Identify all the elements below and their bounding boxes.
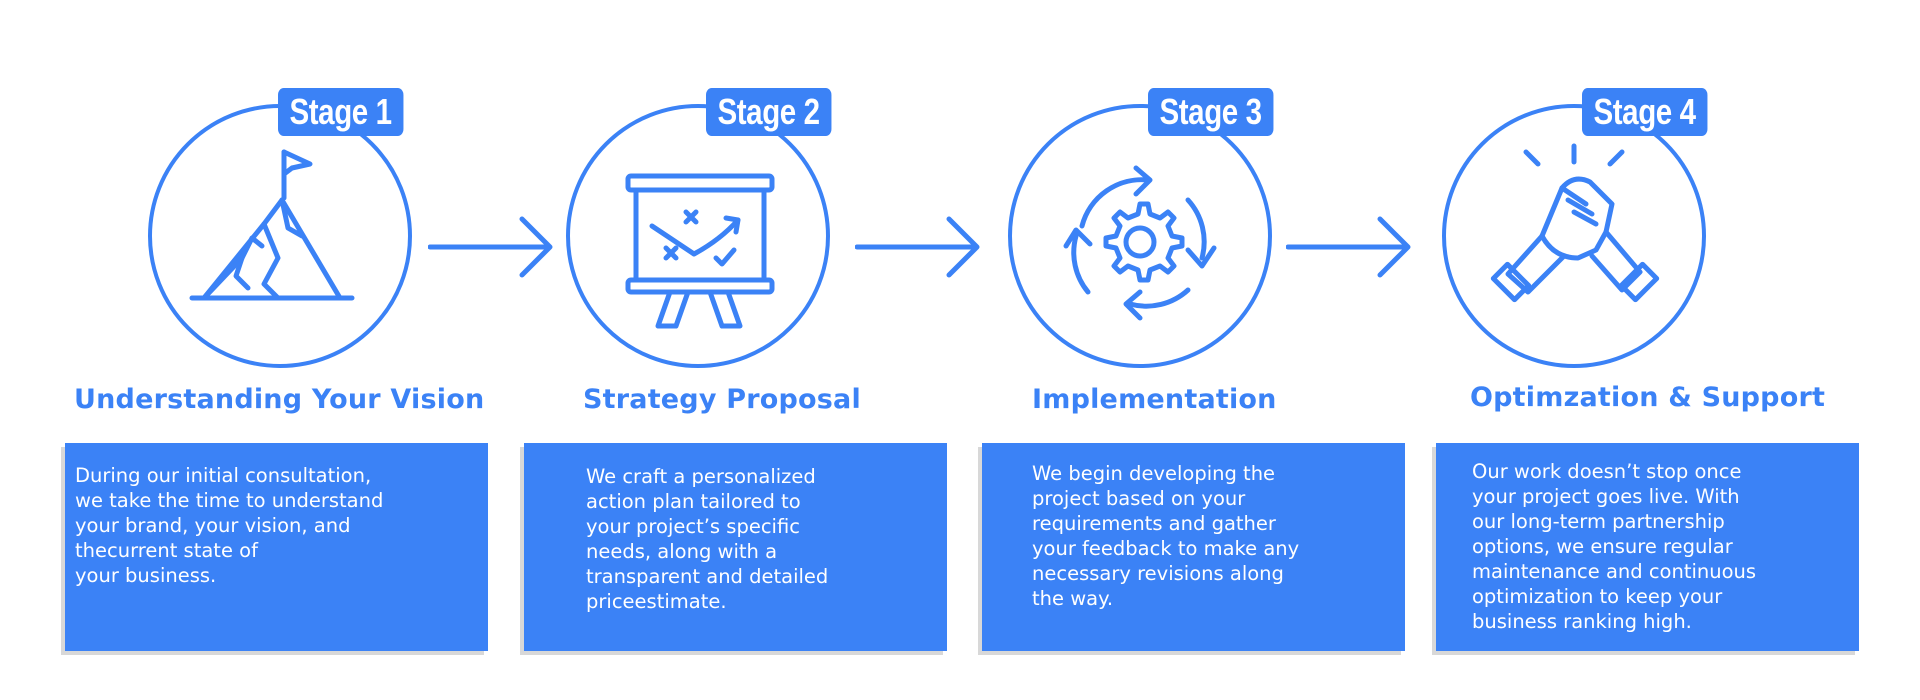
stage-3-badge: Stage 3 [1148,88,1274,136]
stage-1-circle [148,104,412,368]
mountain-flag-icon [189,149,355,301]
stage-1: Stage 1 Understanding Your Vision During… [0,0,488,700]
stage-3-description-box: We begin developing the project based on… [982,443,1405,651]
arrow-right-icon [1286,216,1411,278]
handshake-icon [1490,143,1660,303]
stage-4-badge: Stage 4 [1582,88,1708,136]
arrow-right-icon [855,216,980,278]
stage-1-description-box: During our initial consultation, we take… [65,443,488,651]
stage-2-circle [566,104,830,368]
strategy-board-icon [625,173,775,329]
stage-4-circle [1442,104,1706,368]
stage-4-description: Our work doesn’t stop once your project … [1472,460,1757,633]
stage-3: Stage 3 Implementation We begin developi… [0,0,1405,700]
stage-2: Stage 2 Strategy Proposal We craft a per… [0,0,947,700]
stage-4-title: Optimzation & Support [1470,382,1826,413]
stage-1-badge: Stage 1 [278,88,404,136]
stage-1-title: Understanding Your Vision [74,384,485,415]
arrow-right-icon [428,216,553,278]
stage-3-title: Implementation [1032,384,1277,415]
stage-3-circle [1008,104,1272,368]
stage-2-badge: Stage 2 [706,88,832,136]
stage-2-description: We craft a personalized action plan tail… [586,465,829,613]
stage-2-title: Strategy Proposal [583,384,861,415]
stage-3-description: We begin developing the project based on… [1032,462,1300,610]
gear-cycle-icon [1063,165,1217,321]
stage-2-description-box: We craft a personalized action plan tail… [524,443,947,651]
stage-4: Stage 4 Optimzation & Support Our work d… [0,0,1859,700]
stage-4-description-box: Our work doesn’t stop once your project … [1436,443,1859,651]
stage-1-description: During our initial consultation, we take… [75,464,384,587]
